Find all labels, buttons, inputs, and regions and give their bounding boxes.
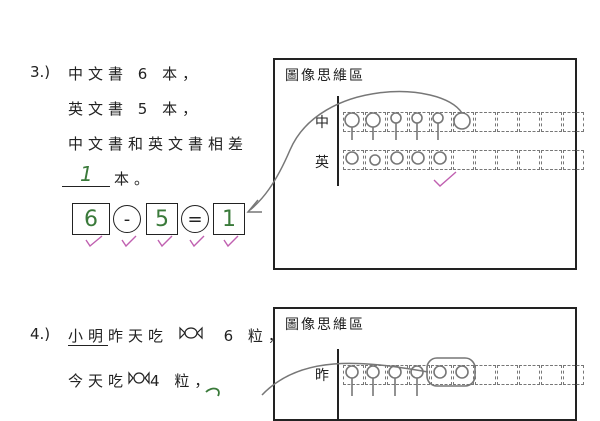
q3-unit: 本。 bbox=[114, 170, 155, 188]
q4-panel-title: 圖像思維區 bbox=[285, 317, 365, 333]
q3-row-label-chinese: 中 bbox=[315, 115, 329, 131]
q3-line-1: 中文書 6 本， bbox=[68, 65, 203, 83]
q4-line-2-count: 4 粒， bbox=[150, 372, 215, 390]
q3-row-label-english: 英 bbox=[315, 155, 329, 171]
q3-chinese-row-circles bbox=[344, 112, 471, 140]
q4-yesterday-row-circles bbox=[345, 357, 476, 396]
q4-row-label-yesterday: 昨 bbox=[315, 368, 329, 384]
q3-english-row-circles bbox=[345, 151, 447, 166]
q3-line-2: 英文書 5 本， bbox=[68, 100, 203, 118]
q3-tick-marks bbox=[85, 171, 457, 248]
q4-person-name: 小明 bbox=[68, 327, 109, 346]
q3-answer-blank: 1 bbox=[62, 162, 110, 187]
q4-arrow-curve bbox=[261, 362, 429, 396]
q3-grid-row-english bbox=[343, 150, 585, 170]
q3-arrow-head bbox=[246, 199, 262, 213]
q3-line-3: 中文書和英文書相差 bbox=[68, 135, 249, 153]
q4-line-1-text: 昨天吃 bbox=[108, 327, 169, 345]
candy-icon bbox=[128, 370, 150, 385]
q4-grid-row-yesterday bbox=[343, 365, 585, 385]
pencil-annotations bbox=[85, 90, 476, 397]
q3-equation-box-b: 5 bbox=[146, 203, 178, 235]
q3-equation-equals: = bbox=[181, 205, 209, 233]
q4-line-1: 小明昨天吃 6 粒， bbox=[68, 325, 288, 346]
q3-equation-box-a: 6 bbox=[72, 203, 110, 235]
q3-equation-box-result: 1 bbox=[213, 203, 245, 235]
q4-number: 4.) bbox=[30, 325, 51, 343]
q3-arrow-curve bbox=[249, 90, 463, 211]
q3-panel-title: 圖像思維區 bbox=[285, 68, 365, 84]
q3-equation-operator: - bbox=[113, 205, 141, 233]
q4-panel-divider bbox=[337, 349, 339, 419]
candy-icon bbox=[178, 325, 204, 340]
q4-line-2-text: 今天吃 bbox=[68, 372, 129, 390]
q3-panel-divider bbox=[337, 96, 339, 186]
q4-line-2: 今天吃 4 粒， bbox=[68, 370, 214, 391]
q3-answer-handwritten: 1 bbox=[80, 162, 93, 186]
q4-handwritten-digit bbox=[205, 387, 220, 397]
q3-number: 3.) bbox=[30, 63, 51, 81]
q4-line-1-count: 6 粒， bbox=[223, 327, 288, 345]
